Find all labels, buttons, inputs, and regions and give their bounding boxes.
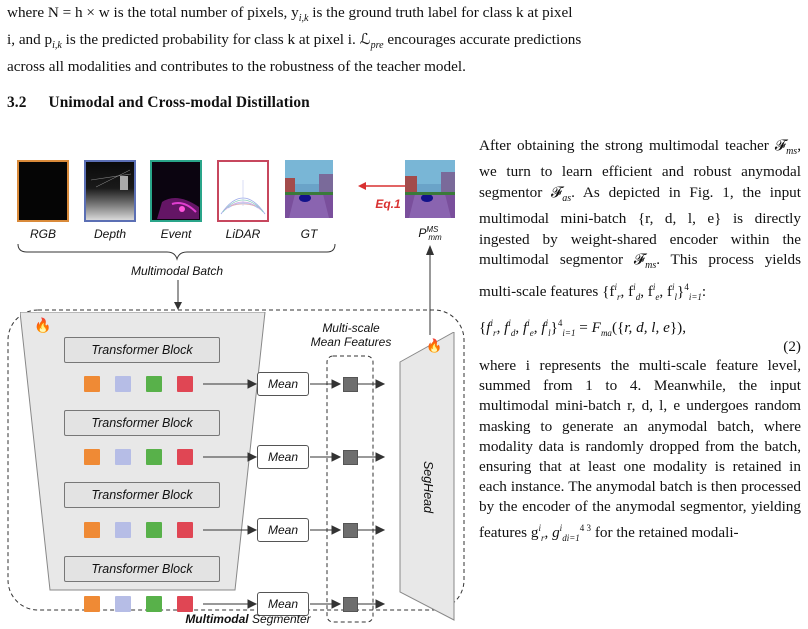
rgb-image bbox=[17, 160, 69, 222]
section-heading: 3.2 Unimodal and Cross-modal Distillation bbox=[7, 94, 310, 112]
equation-body: {fir, fid, fie, fil}4i=1 = Fma({r, d, l,… bbox=[479, 318, 687, 339]
depth-feature bbox=[115, 376, 131, 392]
top-paragraph-line-3: across all modalities and contributes to… bbox=[7, 58, 466, 76]
prediction-label: PMSmm bbox=[418, 225, 442, 243]
event-image bbox=[150, 160, 202, 222]
seghead-fire-icon: 🔥 bbox=[426, 338, 443, 353]
depth-label: Depth bbox=[93, 227, 127, 241]
rgb-feature bbox=[84, 596, 100, 612]
event-texture bbox=[157, 198, 199, 219]
segmenter-caption: Multimodal Segmenter bbox=[185, 612, 311, 626]
mean-feature-4 bbox=[343, 597, 358, 612]
equation-2: {fir, fid, fie, fil}4i=1 = Fma({r, d, l,… bbox=[479, 318, 801, 355]
segmenter-boundary bbox=[7, 309, 465, 611]
eq1-label: Eq.1 bbox=[375, 197, 401, 211]
lidar-image bbox=[217, 160, 269, 222]
transformer-block-2: Transformer Block bbox=[64, 410, 220, 436]
right-column-paragraph-1: After obtaining the strong multimodal te… bbox=[479, 137, 801, 302]
multiscale-label: Multi-scale Mean Features bbox=[310, 321, 392, 349]
gt-label: GT bbox=[300, 227, 318, 241]
figure-1: RGB Depth Event LiDAR bbox=[0, 120, 472, 629]
section-title: Unimodal and Cross-modal Distillation bbox=[48, 94, 310, 111]
event-label: Event bbox=[160, 227, 192, 241]
mean-box-1: Mean bbox=[257, 372, 309, 396]
section-number: 3.2 bbox=[7, 94, 27, 111]
lidar-feature bbox=[177, 596, 193, 612]
lidar-feature bbox=[177, 376, 193, 392]
event-feature bbox=[146, 376, 162, 392]
rgb-feature bbox=[84, 522, 100, 538]
depth-feature bbox=[115, 596, 131, 612]
seghead-shape bbox=[399, 332, 455, 621]
rgb-label: RGB bbox=[29, 227, 56, 241]
multimodal-batch-label: Multimodal Batch bbox=[130, 264, 224, 278]
top-paragraph-line-1: where N = h × w is the total number of p… bbox=[7, 4, 573, 25]
lidar-label: LiDAR bbox=[225, 227, 261, 241]
top-paragraph-line-2: i, and pi,k is the predicted probability… bbox=[7, 31, 582, 52]
transformer-block-3: Transformer Block bbox=[64, 482, 220, 508]
event-feature bbox=[146, 522, 162, 538]
encoder-trapezoid bbox=[20, 312, 266, 591]
depth-image bbox=[84, 160, 136, 222]
mean-box-2: Mean bbox=[257, 445, 309, 469]
top-paragraph: where N = h × w is the total number of p… bbox=[7, 2, 802, 77]
seghead-label: SegHead bbox=[421, 460, 435, 514]
gt-image bbox=[285, 160, 333, 218]
seghead-output-arrow bbox=[426, 245, 434, 335]
lidar-feature bbox=[177, 522, 193, 538]
mean-feature-1 bbox=[343, 377, 358, 392]
fire-icon: 🔥 bbox=[34, 319, 52, 334]
mean-box-4: Mean bbox=[257, 592, 309, 616]
rgb-feature bbox=[84, 449, 100, 465]
depth-feature bbox=[115, 449, 131, 465]
event-feature bbox=[146, 596, 162, 612]
gt-segmentation bbox=[285, 160, 333, 218]
right-column-paragraph-2: where i represents the multi-scale featu… bbox=[479, 357, 801, 543]
lidar-feature bbox=[177, 449, 193, 465]
prediction-segmentation bbox=[405, 160, 455, 218]
mean-box-3: Mean bbox=[257, 518, 309, 542]
multiscale-features-box bbox=[326, 355, 374, 623]
event-feature bbox=[146, 449, 162, 465]
transformer-block-1: Transformer Block bbox=[64, 337, 220, 363]
mean-feature-2 bbox=[343, 450, 358, 465]
mean-feature-3 bbox=[343, 523, 358, 538]
transformer-block-4: Transformer Block bbox=[64, 556, 220, 582]
batch-brace bbox=[17, 243, 336, 261]
batch-arrow bbox=[174, 280, 182, 310]
depth-feature bbox=[115, 522, 131, 538]
depth-texture bbox=[90, 169, 132, 190]
lidar-texture bbox=[220, 180, 266, 215]
equation-number: (2) bbox=[783, 338, 801, 355]
rgb-feature bbox=[84, 376, 100, 392]
prediction-image bbox=[405, 160, 455, 218]
